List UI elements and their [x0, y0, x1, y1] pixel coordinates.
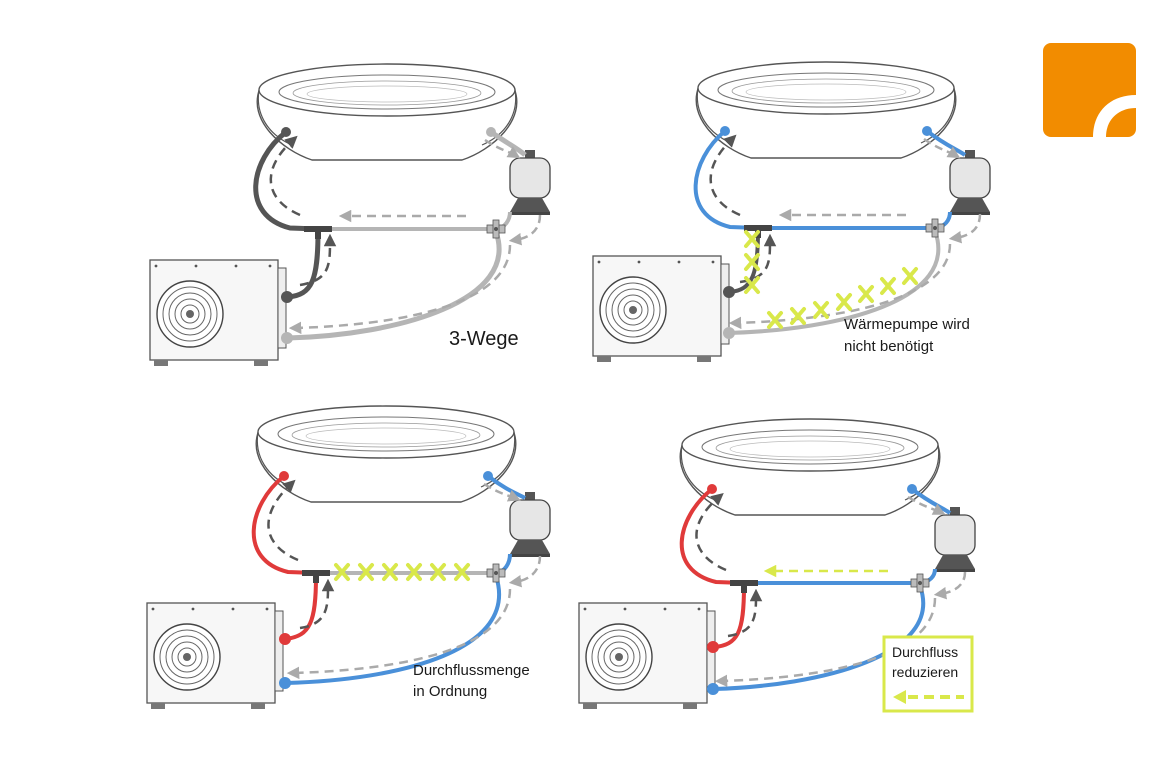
heatpump-outlet — [281, 291, 293, 303]
pipe-pool-suction — [910, 487, 952, 515]
flow-arrow — [727, 588, 763, 638]
pipe-heatpump-out — [285, 575, 318, 641]
flow-arrow — [907, 495, 946, 515]
blocked-x — [813, 301, 829, 319]
heatpump-outlet — [279, 633, 291, 645]
three-way-valve — [486, 219, 506, 239]
panel-label: 3-Wege — [449, 328, 519, 350]
flow-arrow — [286, 588, 512, 680]
filter-pump — [509, 491, 551, 558]
panel-label-line-2: in Ordnung — [413, 683, 487, 700]
blocked-x — [880, 277, 896, 295]
pool — [679, 418, 941, 516]
heatpump-inlet — [281, 332, 293, 344]
tee-junction — [730, 580, 758, 593]
blocked-markers — [744, 230, 918, 329]
pool — [255, 405, 517, 503]
heatpump-inlet — [279, 677, 291, 689]
pool-inlet-nozzle — [707, 484, 717, 494]
three-way-valve — [910, 573, 930, 593]
pipe-return — [679, 487, 746, 585]
panel-label: Durchflussmenge in Ordnung — [413, 662, 534, 700]
pool-outlet-nozzle — [922, 126, 932, 136]
panel-flow-ok: Durchflussmenge in Ordnung — [146, 405, 551, 710]
pipe-heatpump-in — [713, 585, 926, 691]
pool — [695, 61, 957, 159]
callout-text: Durchfluss reduzieren — [892, 644, 962, 680]
filter-pump — [509, 149, 551, 216]
heatpump-outlet — [707, 641, 719, 653]
pool-inlet-nozzle — [281, 127, 291, 137]
blocked-x — [858, 285, 874, 303]
pool — [256, 63, 518, 161]
pipe-pool-suction — [486, 474, 526, 500]
pipe-pool-suction — [925, 129, 967, 157]
panel-three-way: 3-Wege — [149, 63, 551, 367]
tee-junction — [304, 226, 332, 239]
three-way-valve — [486, 563, 506, 583]
pipe-heatpump-in — [287, 231, 502, 341]
pipe-pool-suction — [489, 129, 527, 157]
panel-label-line-2: nicht benötigt — [844, 338, 934, 355]
pool-outlet-nozzle — [486, 127, 496, 137]
pipe-return — [693, 129, 760, 230]
pool-outlet-nozzle — [907, 484, 917, 494]
flow-arrow — [483, 482, 521, 502]
blocked-x — [790, 307, 806, 325]
heatpump-outlet — [723, 286, 735, 298]
panel-pump-not-needed: Wärmepumpe wird nicht benötigt — [592, 61, 991, 363]
panel-label-line-1: Durchflussmenge — [413, 662, 530, 679]
flow-arrow — [269, 135, 301, 217]
filter-pump — [934, 506, 976, 573]
heat-pump — [592, 255, 730, 363]
pipe-heatpump-out — [713, 585, 746, 649]
heatpump-inlet — [723, 327, 735, 339]
pipe-heatpump-in — [285, 575, 501, 685]
filter-pump — [949, 149, 991, 216]
panel-reduce-flow: Durchfluss reduzieren — [578, 418, 976, 713]
heat-pump — [146, 602, 284, 710]
flow-arrow — [923, 137, 961, 159]
heat-pump — [578, 602, 716, 710]
flow-arrow — [709, 134, 741, 217]
flow-arrow — [695, 492, 727, 572]
heatpump-inlet — [707, 683, 719, 695]
blocked-x — [902, 267, 918, 285]
flow-arrow — [714, 597, 937, 688]
blocked-x — [836, 293, 852, 311]
tee-junction — [302, 570, 330, 583]
pipe-heatpump-out — [287, 231, 321, 300]
pipe-return — [251, 474, 318, 575]
flow-arrow — [267, 479, 299, 562]
callout-line-2: reduzieren — [892, 664, 958, 680]
flow-arrow — [948, 213, 982, 244]
heat-pump — [149, 259, 287, 367]
pool-inlet-nozzle — [720, 126, 730, 136]
pool-outlet-nozzle — [483, 471, 493, 481]
reduce-flow-callout: Durchfluss reduzieren — [882, 635, 974, 713]
panel-label-line-1: Wärmepumpe wird — [844, 316, 970, 333]
pool-inlet-nozzle — [279, 471, 289, 481]
flow-arrow — [728, 243, 952, 330]
flow-arrow — [299, 578, 335, 630]
flow-arrow — [933, 571, 967, 600]
callout-arrow-head — [893, 690, 906, 704]
flow-arrow — [288, 244, 512, 335]
panel-label: Wärmepumpe wird nicht benötigt — [844, 316, 974, 355]
pipe-return — [253, 129, 321, 232]
callout-line-1: Durchfluss — [892, 644, 958, 660]
pipe-heatpump-in — [727, 230, 941, 335]
flow-arrow — [299, 233, 337, 287]
brand-logo — [1043, 43, 1136, 137]
flow-arrow — [508, 214, 542, 246]
flow-arrow — [484, 138, 521, 159]
flow-arrow — [508, 555, 542, 588]
three-way-valve — [925, 218, 945, 238]
